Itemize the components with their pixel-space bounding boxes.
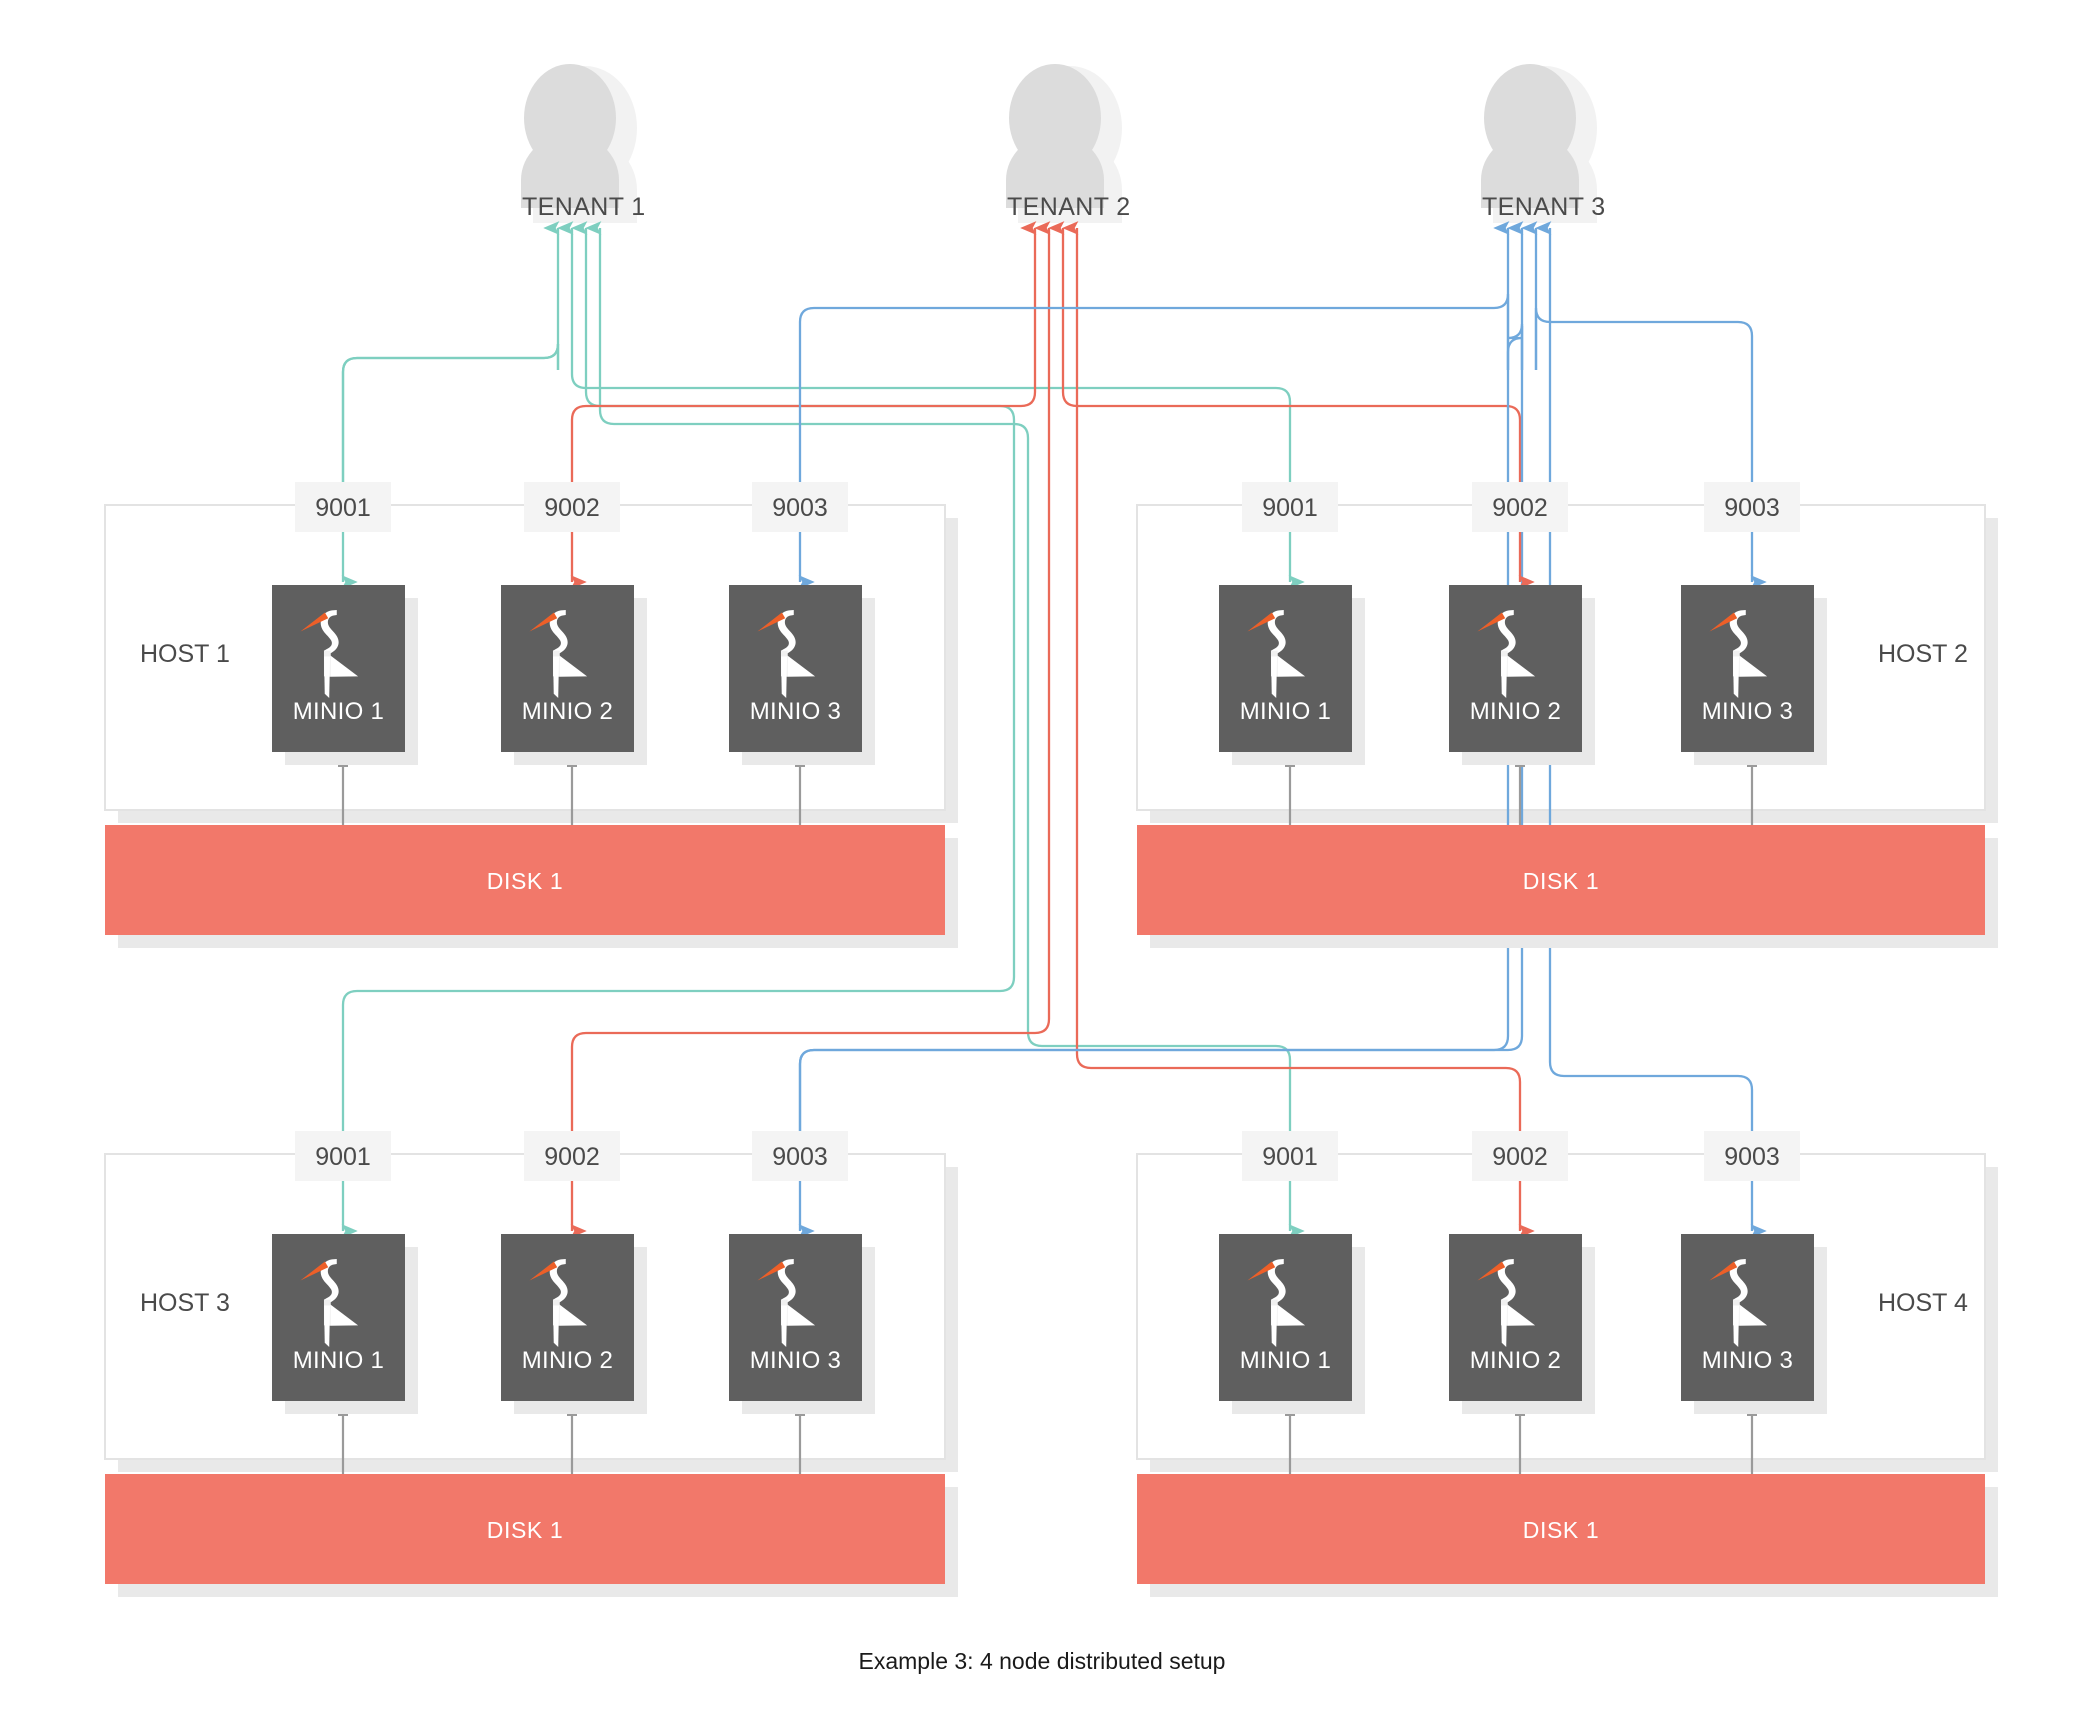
tenant-2-routes xyxy=(570,221,1522,1150)
minio-node-label-h3-1: MINIO 1 xyxy=(292,1347,385,1374)
port-label-h3-9001: 9001 xyxy=(315,1143,371,1171)
port-label-h4-9002: 9002 xyxy=(1492,1143,1548,1171)
minio-node-label-h2-3: MINIO 3 xyxy=(1701,698,1794,725)
disk-label-host-3: DISK 1 xyxy=(486,1517,564,1543)
host-label-3: HOST 3 xyxy=(140,1289,230,1317)
port-label-h4-9001: 9001 xyxy=(1262,1143,1318,1171)
port-label-h2-9003: 9003 xyxy=(1724,494,1780,522)
port-label-h1-9003: 9003 xyxy=(772,494,828,522)
disk-label-host-4: DISK 1 xyxy=(1522,1517,1600,1543)
minio-node-label-h4-3: MINIO 3 xyxy=(1701,1347,1794,1374)
minio-node-label-h4-1: MINIO 1 xyxy=(1239,1347,1332,1374)
port-chip-h4-9003 xyxy=(1704,1131,1800,1181)
tenant-avatar-2 xyxy=(1006,64,1122,223)
minio-node-label-h4-2: MINIO 2 xyxy=(1469,1347,1562,1374)
minio-node-label-h1-2: MINIO 2 xyxy=(521,698,614,725)
port-chip-h3-9001 xyxy=(295,1131,391,1181)
port-label-h2-9001: 9001 xyxy=(1262,494,1318,522)
port-label-h3-9002: 9002 xyxy=(544,1143,600,1171)
disk-bar-host-1 xyxy=(105,825,945,935)
minio-node-label-h2-1: MINIO 1 xyxy=(1239,698,1332,725)
host-label-1: HOST 1 xyxy=(140,640,230,668)
port-label-h1-9002: 9002 xyxy=(544,494,600,522)
port-chip-h2-9002 xyxy=(1472,482,1568,532)
port-label-h1-9001: 9001 xyxy=(315,494,371,522)
port-chip-h4-9001 xyxy=(1242,1131,1338,1181)
tenant-1-routes xyxy=(341,221,1292,1150)
minio-node-label-h3-2: MINIO 2 xyxy=(521,1347,614,1374)
tenant-label-1: TENANT 1 xyxy=(522,193,646,221)
port-chip-h3-9003 xyxy=(752,1131,848,1181)
disk-label-host-1: DISK 1 xyxy=(486,868,564,894)
minio-node-label-h1-3: MINIO 3 xyxy=(749,698,842,725)
tenant-label-2: TENANT 2 xyxy=(1007,193,1131,221)
minio-node-label-h3-3: MINIO 3 xyxy=(749,1347,842,1374)
port-chip-h1-9001 xyxy=(295,482,391,532)
port-label-h3-9003: 9003 xyxy=(772,1143,828,1171)
port-chip-h1-9003 xyxy=(752,482,848,532)
port-label-h2-9002: 9002 xyxy=(1492,494,1548,522)
port-chip-h1-9002 xyxy=(524,482,620,532)
port-chip-h2-9001 xyxy=(1242,482,1338,532)
disk-bar-host-2 xyxy=(1137,825,1985,935)
tenant-avatar-3 xyxy=(1481,64,1597,223)
disk-bar-host-4 xyxy=(1137,1474,1985,1584)
diagram-caption: Example 3: 4 node distributed setup xyxy=(858,1648,1226,1674)
minio-node-label-h2-2: MINIO 2 xyxy=(1469,698,1562,725)
host-label-4: HOST 4 xyxy=(1878,1289,1968,1317)
port-chip-h2-9003 xyxy=(1704,482,1800,532)
tenant-label-3: TENANT 3 xyxy=(1482,193,1606,221)
port-label-h4-9003: 9003 xyxy=(1724,1143,1780,1171)
minio-node-label-h1-1: MINIO 1 xyxy=(292,698,385,725)
port-chip-h3-9002 xyxy=(524,1131,620,1181)
tenant-avatar-1 xyxy=(521,64,637,223)
port-chip-h4-9002 xyxy=(1472,1131,1568,1181)
host-label-2: HOST 2 xyxy=(1878,640,1968,668)
disk-label-host-2: DISK 1 xyxy=(1522,868,1600,894)
disk-bar-host-3 xyxy=(105,1474,945,1584)
